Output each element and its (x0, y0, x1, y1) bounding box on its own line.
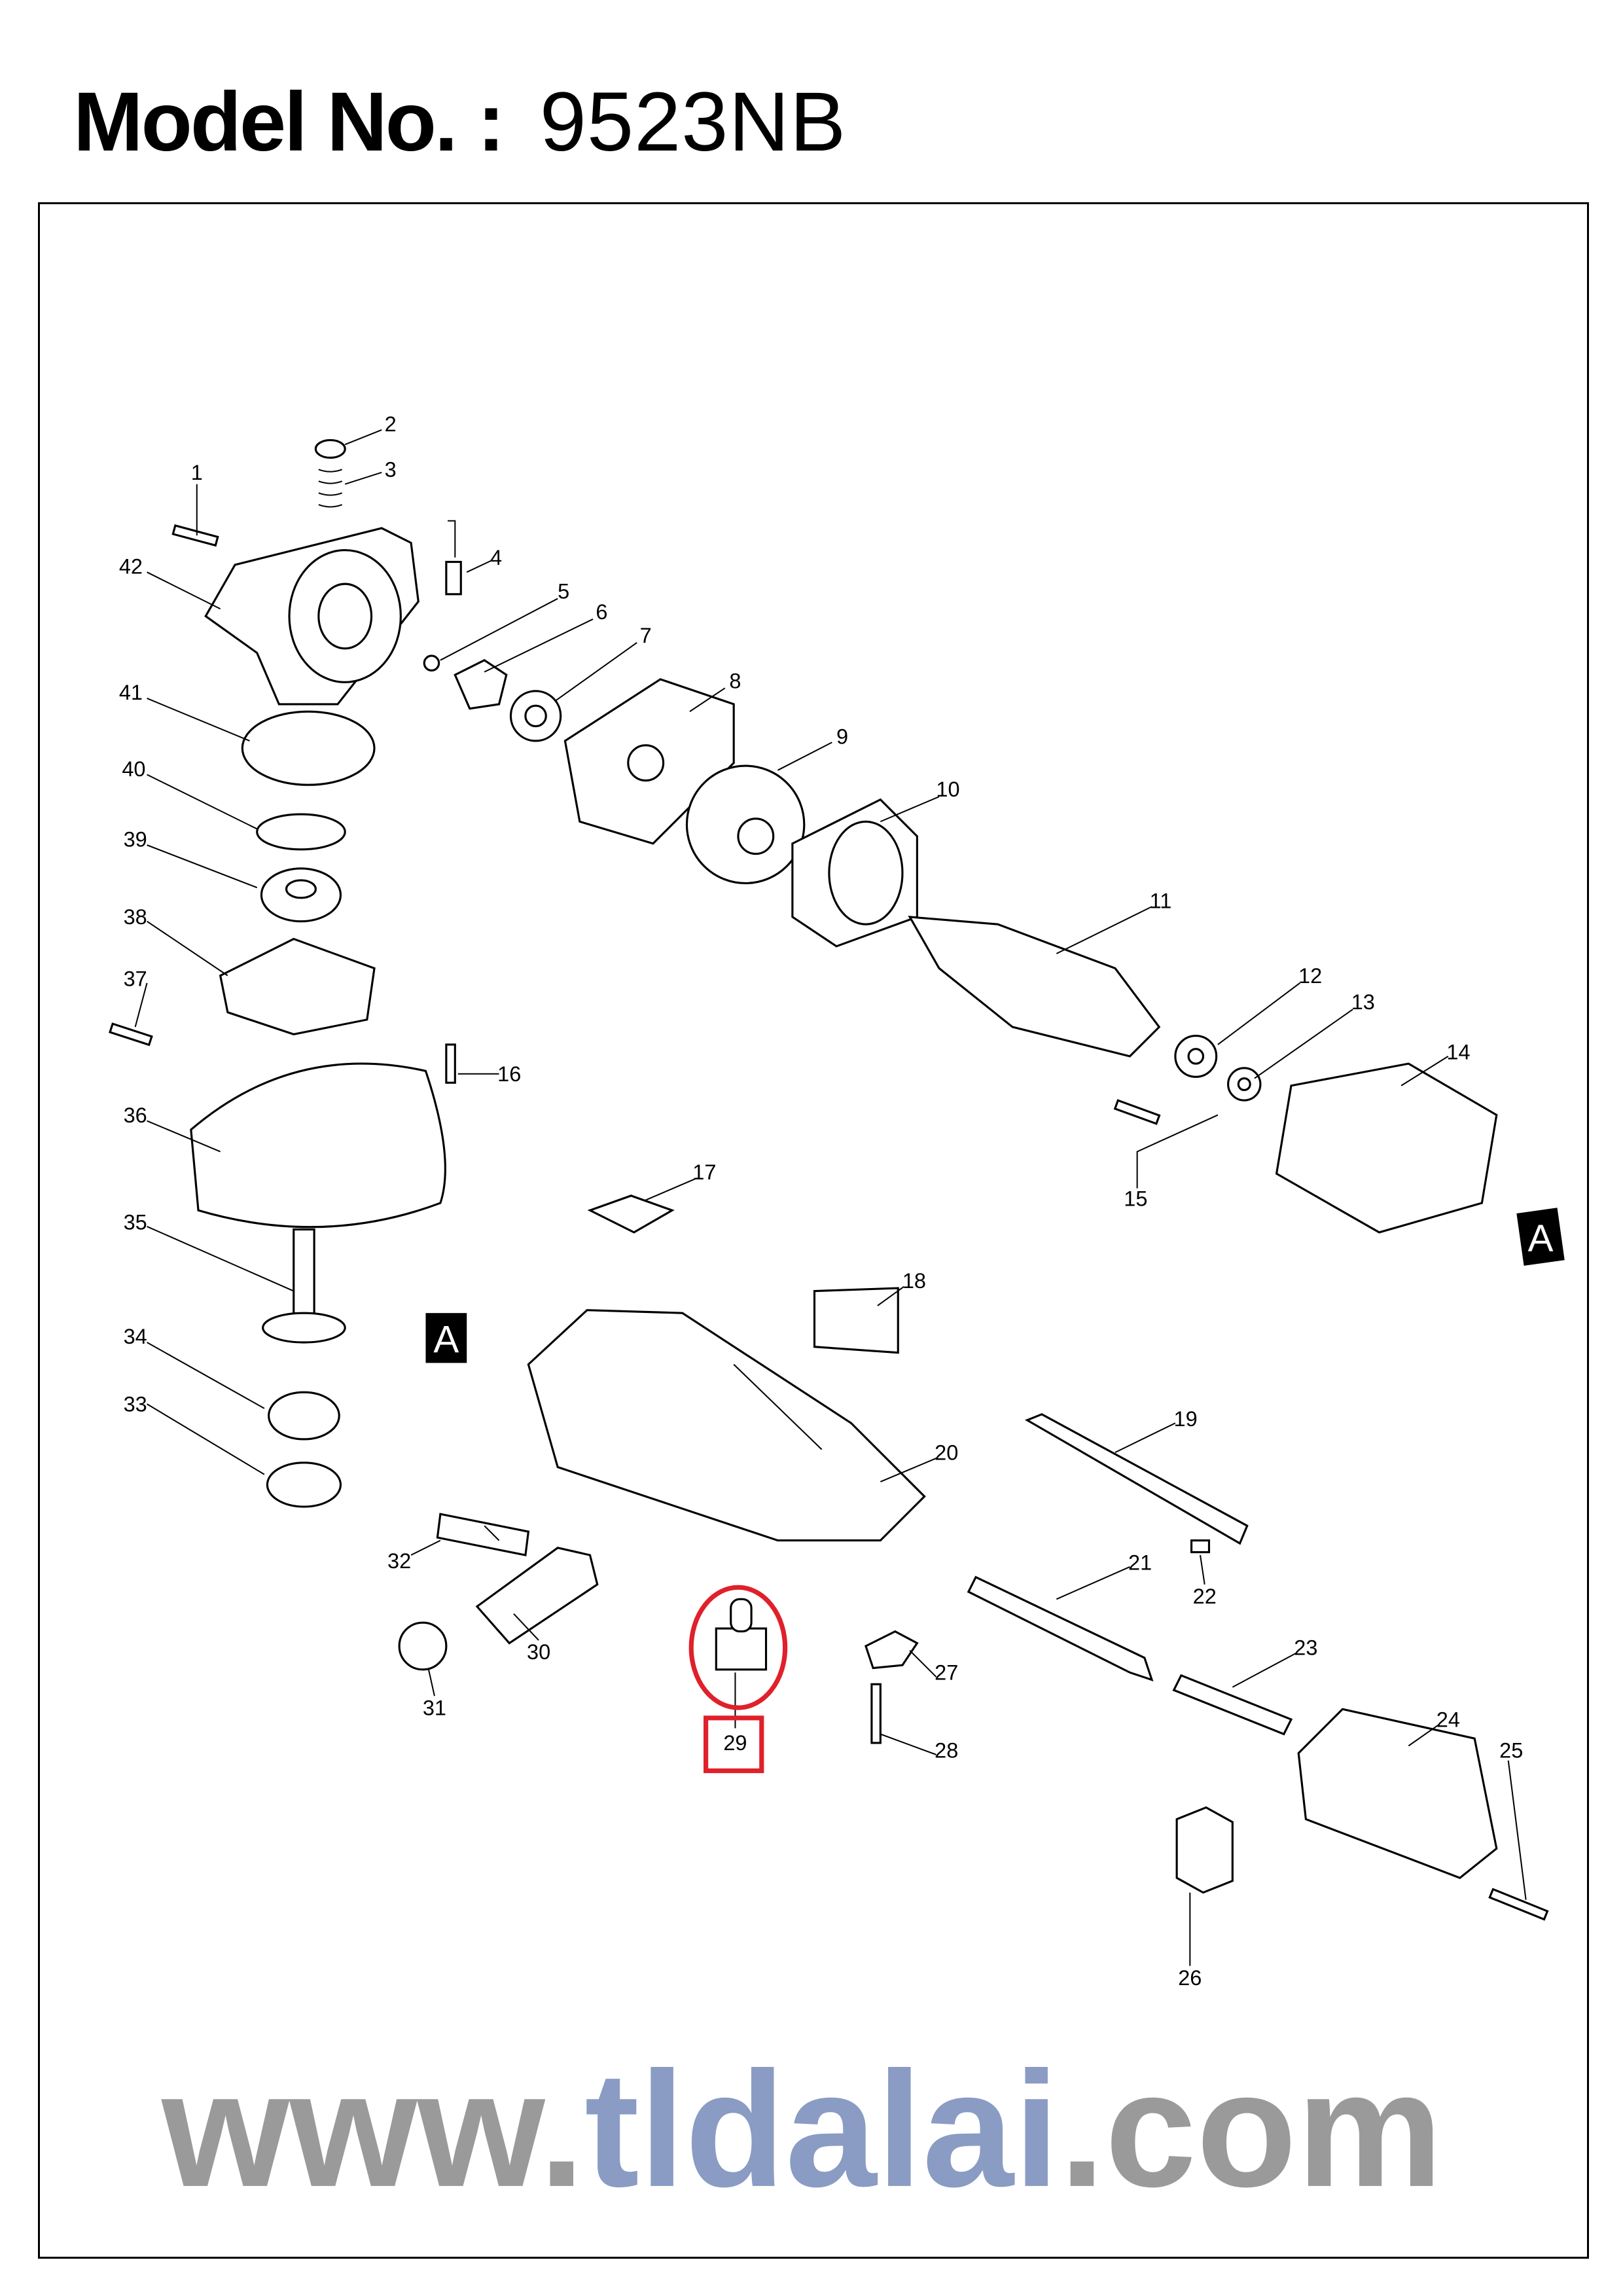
section-mark-a-right: A (1516, 1208, 1565, 1266)
part-number[interactable]: 22 (1193, 1585, 1217, 1608)
bevel-gear-41 (241, 710, 376, 786)
gear-housing (204, 527, 419, 706)
part-number[interactable]: 20 (935, 1441, 958, 1464)
motor-housing-20 (527, 1309, 926, 1542)
page-title: Model No. : 9523NB (73, 73, 846, 171)
screw-15 (1113, 1099, 1161, 1125)
part-number[interactable]: 7 (640, 624, 652, 647)
part-number[interactable]: 39 (124, 827, 147, 851)
part-number[interactable]: 19 (1174, 1407, 1198, 1431)
cord-23 (1172, 1674, 1293, 1736)
part-number[interactable]: 24 (1436, 1708, 1460, 1731)
gear-6 (454, 658, 508, 710)
part-number[interactable]: 6 (596, 600, 607, 624)
switch-29 (715, 1598, 768, 1671)
svg-text:A: A (433, 1319, 459, 1361)
part-number[interactable]: 15 (1124, 1187, 1147, 1211)
diagram-frame (38, 202, 1589, 2259)
watermark: www.tldalai.com (161, 2038, 1443, 2221)
pin-4 (445, 560, 462, 596)
svg-text:A: A (1528, 1217, 1554, 1260)
part-number[interactable]: 1 (191, 461, 203, 484)
brush-cap-31 (398, 1621, 448, 1671)
part-number[interactable]: 32 (387, 1549, 411, 1573)
part-number[interactable]: 4 (490, 546, 502, 569)
insulation-17 (587, 1194, 675, 1234)
part-number[interactable]: 14 (1446, 1040, 1470, 1064)
part-number[interactable]: 25 (1499, 1738, 1523, 1762)
part-number[interactable]: 10 (936, 778, 959, 801)
brush-holder-30 (475, 1547, 599, 1645)
part-number[interactable]: 31 (423, 1696, 446, 1719)
part-number[interactable]: 28 (935, 1738, 958, 1762)
part-number[interactable]: 9 (836, 725, 848, 748)
part-number[interactable]: 38 (124, 905, 147, 929)
spring-3 (318, 469, 343, 508)
retaining-ring-40 (256, 813, 346, 851)
part-number[interactable]: 36 (124, 1103, 147, 1127)
part-number[interactable]: 5 (558, 580, 569, 603)
highlight-box (704, 1715, 764, 1774)
bearing-box-38 (219, 937, 376, 1035)
armature-11 (908, 916, 1161, 1058)
part-number[interactable]: 42 (119, 554, 143, 578)
part-number[interactable]: 40 (122, 757, 145, 781)
spindle-35 (262, 1228, 346, 1344)
highlight-circle (688, 1585, 788, 1710)
screw-25 (1488, 1888, 1549, 1921)
part-number-highlighted[interactable]: 29 (723, 1731, 747, 1755)
section-mark-a-left: A (425, 1313, 467, 1363)
part-number[interactable]: 23 (1294, 1636, 1317, 1659)
part-number[interactable]: 21 (1128, 1551, 1152, 1574)
ring-5 (423, 655, 440, 672)
part-number[interactable]: 17 (692, 1160, 716, 1184)
lead-19 (1024, 1413, 1249, 1545)
terminal-26 (1175, 1806, 1234, 1894)
label-18 (813, 1287, 899, 1354)
part-number[interactable]: 26 (1178, 1966, 1202, 1990)
inner-flange-34 (268, 1391, 340, 1441)
part-number[interactable]: 27 (935, 1661, 958, 1685)
wheel-guard-36 (190, 1062, 446, 1229)
model-label: Model No. : (73, 75, 505, 169)
cap-2 (314, 439, 346, 459)
part-number[interactable]: 30 (527, 1640, 550, 1664)
label-32 (436, 1513, 530, 1556)
part-number[interactable]: 11 (1150, 889, 1172, 913)
part-number[interactable]: 18 (902, 1269, 926, 1293)
screw-28 (870, 1683, 882, 1744)
screw-16 (445, 1043, 456, 1084)
lock-nut-33 (266, 1462, 342, 1508)
part-number[interactable]: 2 (385, 412, 397, 436)
part-number[interactable]: 13 (1351, 990, 1375, 1014)
part-number[interactable]: 34 (124, 1325, 147, 1348)
part-number[interactable]: 16 (497, 1062, 521, 1086)
part-numbers: 1 2 3 4 5 6 7 8 9 10 11 12 13 14 15 16 1… (119, 412, 1523, 1990)
screw-37 (109, 1022, 153, 1047)
part-number[interactable]: 8 (729, 669, 741, 692)
rear-cover-24 (1297, 1708, 1498, 1879)
cord-guard-21 (967, 1575, 1154, 1682)
spring-22 (1190, 1539, 1211, 1554)
part-number[interactable]: 12 (1298, 964, 1322, 988)
strain-relief-27 (865, 1630, 919, 1670)
part-number[interactable]: 3 (385, 457, 397, 481)
part-number[interactable]: 41 (119, 681, 143, 704)
part-number[interactable]: 37 (124, 967, 147, 990)
part-number[interactable]: 35 (124, 1210, 147, 1234)
screw-1 (171, 524, 219, 547)
part-number[interactable]: 33 (124, 1392, 147, 1416)
field-14 (1275, 1062, 1498, 1234)
model-number: 9523NB (539, 75, 847, 169)
